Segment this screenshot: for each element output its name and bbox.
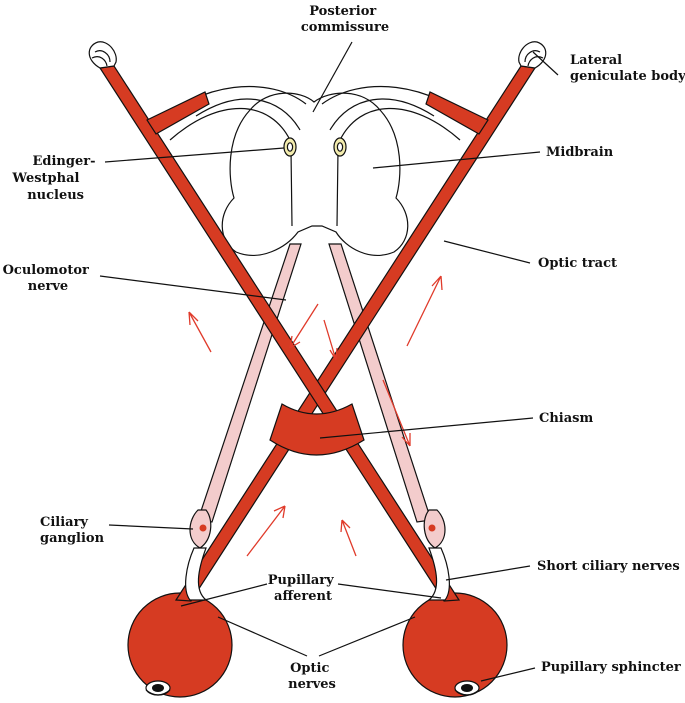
posterior-commissure-fibers [151,85,481,141]
midbrain-midline [290,149,339,227]
optic-pathway [98,65,537,602]
eyeball-icon [402,592,508,698]
label-edinger-westphal-nucleus: Edinger- Westphal nucleus [11,154,100,203]
label-short-ciliary-nerves: Short ciliary nerves [537,559,680,574]
edinger-westphal-nuclei [283,137,347,157]
label-optic-tract: Optic tract [538,256,617,271]
label-ciliary-ganglion: Ciliary ganglion [40,515,105,546]
label-lateral-geniculate-body: Lateral geniculate body [570,53,685,84]
label-optic-nerves: Optic nerves [288,661,336,692]
geniculate-body-icon [88,41,117,69]
midbrain-shape [221,92,409,256]
ciliary-ganglion-left [185,509,212,601]
label-oculomotor-nerve: Oculomotor nerve [3,263,94,294]
oculomotor-nerve-left [197,243,302,523]
label-posterior-commissure: Posterior commissure [301,4,389,35]
label-midbrain: Midbrain [546,145,614,160]
label-pupillary-sphincter: Pupillary sphincter [541,660,681,675]
label-pupillary-afferent: Pupillary afferent [268,573,339,604]
flow-arrow-icon [188,275,443,557]
chiasm-body [269,403,365,456]
oculomotor-nerves [197,243,432,523]
eyeball-icon [127,592,233,698]
leader-lines [99,41,559,682]
label-chiasm: Chiasm [539,411,593,426]
optic-branch-left [146,91,210,135]
ciliary-ganglion-right [423,509,450,601]
optic-branch-right [425,91,489,135]
geniculate-body-icon [518,41,547,69]
